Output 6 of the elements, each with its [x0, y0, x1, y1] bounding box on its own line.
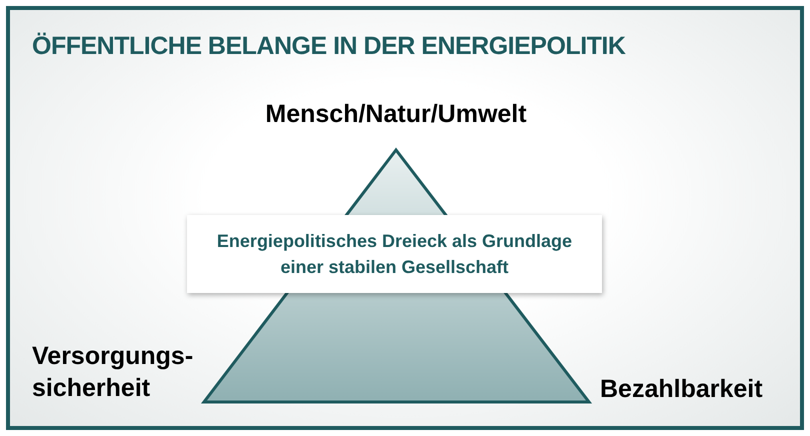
text-box [187, 215, 602, 293]
title: ÖFFENTLICHE BELANGE IN DER ENERGIEPOLITIK [32, 32, 626, 61]
corner-label: Versorgungs- sicherheit [32, 341, 194, 404]
corner-label: Mensch/Natur/Umwelt [264, 100, 528, 129]
corner-label: Bezahlbarkeit [600, 375, 763, 404]
box-text: Energiepolitisches Dreieck als Grundlage einer stabilen Gesellschaft [216, 230, 574, 279]
